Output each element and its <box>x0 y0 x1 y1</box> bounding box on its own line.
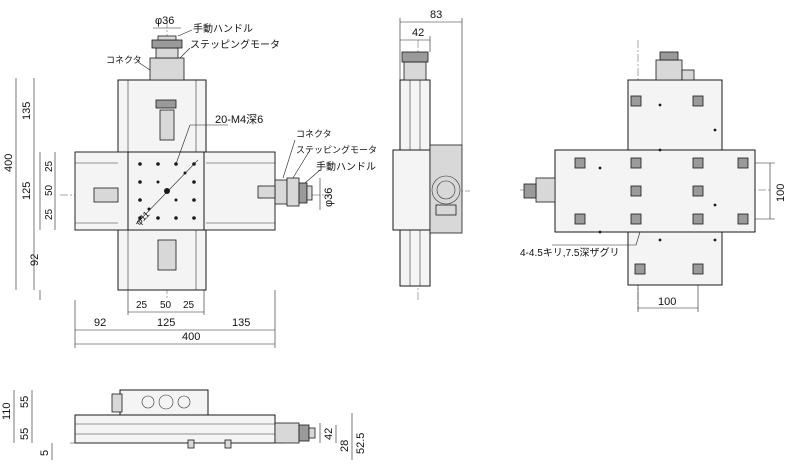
dim-28-front: 28 <box>339 440 351 452</box>
label-motor-right: ステッピングモータ <box>296 144 377 155</box>
dim-42-front: 42 <box>323 428 335 440</box>
dim-135-bot: 135 <box>232 317 250 329</box>
dim-25-bot-b: 25 <box>183 300 195 311</box>
dim-55-front-a: 55 <box>19 396 31 408</box>
dim-100-right: 100 <box>775 184 787 202</box>
dim-92-left: 92 <box>29 254 41 266</box>
dim-55-front-b: 55 <box>19 428 31 440</box>
dim-50-left: 50 <box>44 184 55 196</box>
label-connector-top: コネクタ <box>106 55 142 65</box>
dim-25-bot-a: 25 <box>136 300 148 311</box>
dim-135-left: 135 <box>21 102 33 120</box>
bottom-view: 100 100 4-4.5キリ,7.5深ザグリ <box>520 40 787 312</box>
dim-5-front: 5 <box>39 450 51 456</box>
dim-42-side: 42 <box>412 27 424 39</box>
dim-110-front: 110 <box>1 402 13 420</box>
dim-52-5-front: 52.5 <box>355 433 367 454</box>
front-view: 110 55 55 5 42 28 52.5 <box>1 389 367 460</box>
dim-25-left-b: 25 <box>44 208 55 220</box>
dim-phi36-top: φ36 <box>155 15 174 27</box>
side-view: 83 42 <box>392 9 470 300</box>
label-counterbore-holes: 4-4.5キリ,7.5深ザグリ <box>520 246 619 259</box>
label-hand-right: 手動ハンドル <box>316 160 376 173</box>
top-view: φ36 手動ハンドル ステッピングモータ コネクタ 20-M4深6 コネクタ ス… <box>3 15 377 348</box>
dim-83: 83 <box>430 9 442 21</box>
label-connector-right: コネクタ <box>296 129 332 139</box>
label-motor-top: ステッピングモータ <box>190 38 280 51</box>
dim-phi36-right: φ36 <box>323 188 335 207</box>
label-hand-top: 手動ハンドル <box>193 22 253 35</box>
dim-125-bot: 125 <box>157 317 175 329</box>
label-tapped-holes: 20-M4深6 <box>215 113 263 126</box>
dim-92-bot: 92 <box>94 317 106 329</box>
dim-100-bot: 100 <box>658 296 676 308</box>
dim-125-left: 125 <box>21 182 33 200</box>
dim-400-left: 400 <box>3 154 15 172</box>
dim-400-bot: 400 <box>182 331 200 343</box>
dim-25-left-a: 25 <box>44 160 55 172</box>
dim-50-bot: 50 <box>160 300 172 311</box>
